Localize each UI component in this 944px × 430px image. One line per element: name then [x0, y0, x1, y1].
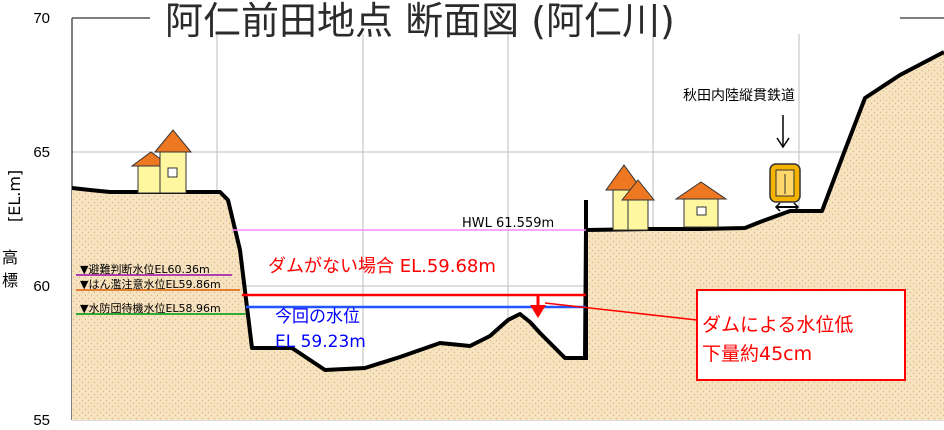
y-tick-label: 60	[33, 278, 50, 295]
current-level-label-1: 今回の水位	[275, 307, 360, 327]
chart-title: 阿仁前田地点 断面図 (阿仁川)	[165, 0, 675, 43]
house-icon	[153, 129, 193, 194]
y-tick-label: 65	[33, 144, 50, 161]
callout-leader	[544, 302, 698, 321]
title-mask	[150, 0, 900, 34]
y-axis-label-unit: [EL.m]	[5, 170, 24, 222]
house-icon	[620, 179, 656, 231]
standby-level-label: ▼水防団待機水位EL58.96m	[80, 301, 221, 315]
y-tick-label: 55	[33, 412, 50, 429]
no-dam-level-label: ダムがない場合 EL.59.68m	[268, 256, 496, 277]
railway-arrow-head	[776, 137, 790, 149]
train-icon	[769, 163, 801, 212]
callout-box	[696, 289, 906, 381]
railway-label: 秋田内陸縦貫鉄道	[683, 88, 795, 104]
y-tick-label: 70	[33, 10, 50, 27]
callout-text-line-2: 下量約45cm	[702, 343, 812, 365]
y-axis-label-kanji-1: 標	[2, 271, 18, 290]
evacuation-level-label: ▼避難判断水位EL60.36m	[80, 262, 210, 276]
ground-profile-line	[71, 50, 944, 372]
y-axis-label-kanji-2: 高	[2, 248, 18, 267]
current-level-label-2: EL 59.23m	[275, 332, 366, 352]
callout-text-line-1: ダムによる水位低	[702, 314, 853, 336]
hwl-label: HWL 61.559m	[462, 216, 554, 231]
reduction-arrow-head	[530, 305, 546, 318]
house-icon	[674, 181, 728, 228]
caution-level-label: ▼はん濫注意水位EL59.86m	[80, 277, 221, 291]
